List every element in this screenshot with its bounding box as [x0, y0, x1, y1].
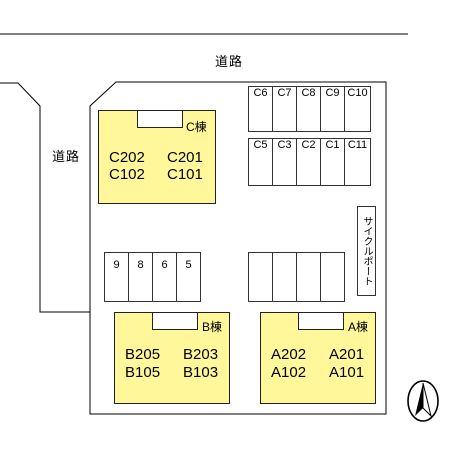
parking-c9: C9 [320, 86, 345, 132]
building-b: B棟 B205 B203 B105 B103 [114, 312, 230, 404]
road-label-top: 道路 [215, 54, 244, 69]
parking-c7: C7 [272, 86, 297, 132]
unit-a102: A102 [271, 364, 307, 381]
parking-blank-3 [296, 252, 321, 302]
parking-c3: C3 [272, 138, 297, 186]
unit-b103: B103 [183, 364, 219, 381]
building-a: A棟 A202 A201 A102 A101 [260, 312, 376, 404]
unit-b105: B105 [125, 364, 161, 381]
north-arrow-icon [407, 380, 439, 422]
building-c-label: C棟 [186, 120, 207, 134]
parking-c10: C10 [344, 86, 371, 132]
parking-blank-2 [272, 252, 297, 302]
parking-c2: C2 [296, 138, 321, 186]
parking-c6: C6 [248, 86, 273, 132]
parking-c8: C8 [296, 86, 321, 132]
building-a-label: A棟 [348, 320, 369, 334]
unit-c201: C201 [167, 149, 203, 166]
unit-c202: C202 [109, 149, 145, 166]
parking-c1: C1 [320, 138, 345, 186]
bicycle-port: サイクルポート [357, 206, 376, 296]
building-b-label: B棟 [202, 320, 223, 334]
parking-c11: C11 [344, 138, 371, 186]
unit-a101: A101 [329, 364, 365, 381]
parking-blank-1 [248, 252, 273, 302]
building-a-notch [298, 312, 344, 330]
unit-a202: A202 [271, 346, 307, 363]
unit-c102: C102 [109, 166, 145, 183]
parking-blank-4 [320, 252, 345, 302]
unit-c101: C101 [167, 166, 203, 183]
parking-9: 9 [104, 252, 129, 302]
parking-6: 6 [152, 252, 177, 302]
unit-b205: B205 [125, 346, 161, 363]
parking-8: 8 [128, 252, 153, 302]
unit-b203: B203 [183, 346, 219, 363]
building-c-notch [137, 110, 183, 128]
site-boundary [0, 81, 387, 415]
unit-a201: A201 [329, 346, 365, 363]
road-label-left: 道路 [52, 149, 81, 164]
building-b-notch [152, 312, 198, 330]
parking-c5: C5 [248, 138, 273, 186]
parking-5: 5 [176, 252, 201, 302]
building-c: C棟 C202 C201 C102 C101 [98, 110, 216, 204]
